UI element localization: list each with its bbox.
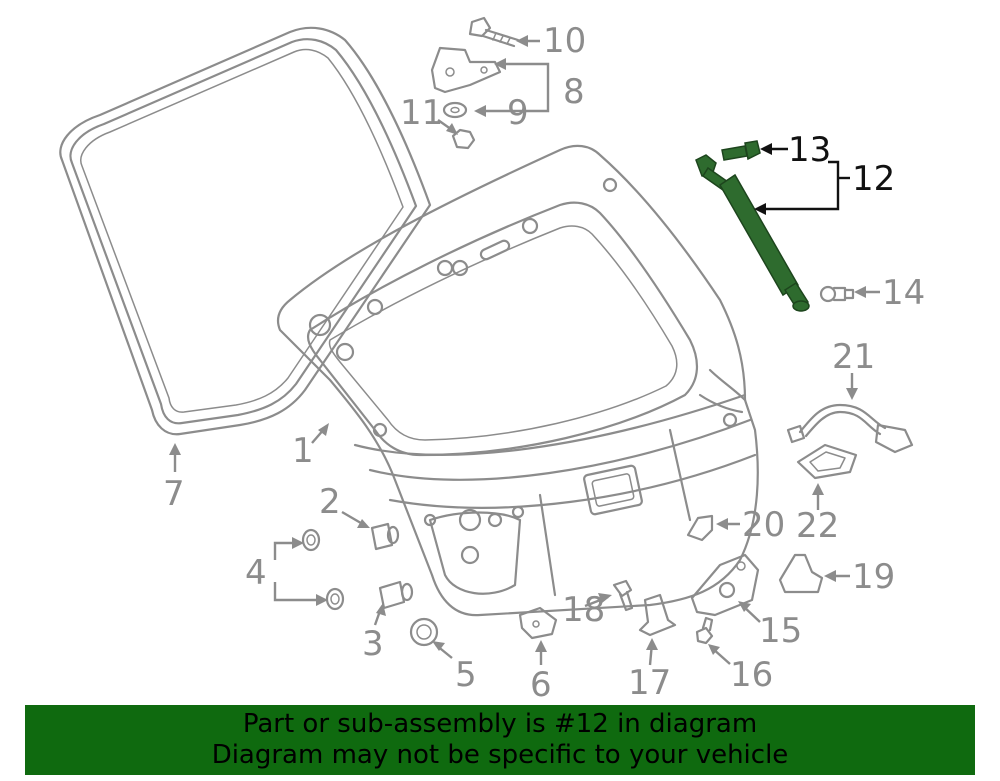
clip-part-20 (686, 514, 714, 542)
callout-4: 4 (245, 553, 267, 593)
nut-part-11 (451, 128, 476, 150)
bracket-part-17 (638, 593, 677, 637)
banner-line-2: Diagram may not be specific to your vehi… (211, 740, 789, 770)
plug-part-5 (409, 617, 439, 647)
lamp-part-22 (796, 443, 858, 480)
callout-19: 19 (852, 557, 895, 597)
callout-12: 12 (852, 159, 895, 199)
callout-9: 9 (507, 93, 529, 133)
liftgate-part-1 (276, 144, 759, 617)
bumper-part-3 (378, 580, 414, 610)
callout-14: 14 (882, 273, 925, 313)
callout-15: 15 (759, 611, 802, 651)
callout-11: 11 (400, 93, 443, 133)
callout-18: 18 (562, 590, 605, 630)
ball-stud-part-14 (819, 285, 855, 303)
callout-3: 3 (362, 624, 384, 664)
bolt-part-16 (695, 616, 714, 645)
callout-21: 21 (832, 337, 875, 377)
bolt-part-10 (468, 16, 520, 48)
striker-part-6 (518, 606, 558, 640)
callout-7: 7 (163, 474, 185, 514)
harness-part-21 (786, 403, 914, 454)
callout-10: 10 (543, 21, 586, 61)
bolt-part-13 (721, 140, 761, 161)
callout-6: 6 (530, 665, 552, 700)
callout-1: 1 (292, 431, 314, 471)
hinge-part-8 (430, 46, 502, 94)
callout-17: 17 (628, 663, 671, 700)
bolt-part-18 (612, 579, 634, 612)
bumper-part-2 (370, 522, 400, 551)
leader-lines (169, 35, 880, 666)
callout-8: 8 (563, 72, 585, 112)
latch-part-15 (690, 553, 760, 617)
grommet-part-4 (301, 528, 345, 611)
lift-support-part-12 (695, 154, 810, 312)
callout-13: 13 (788, 130, 831, 170)
callout-20: 20 (742, 505, 785, 545)
banner-line-1: Part or sub-assembly is #12 in diagram (242, 709, 758, 739)
washer-part-9 (442, 101, 468, 119)
weatherstrip-part-7 (59, 26, 432, 436)
callout-5: 5 (455, 655, 477, 695)
callout-16: 16 (730, 655, 773, 695)
callout-2: 2 (319, 482, 341, 522)
callout-labels: 10 8 9 11 13 12 14 1 7 2 4 3 5 6 17 18 1… (163, 21, 925, 700)
parts-diagram: 10 8 9 11 13 12 14 1 7 2 4 3 5 6 17 18 1… (59, 16, 925, 700)
callout-22: 22 (796, 506, 839, 546)
info-banner: Part or sub-assembly is #12 in diagram D… (25, 705, 975, 775)
block-part-19 (778, 553, 824, 594)
